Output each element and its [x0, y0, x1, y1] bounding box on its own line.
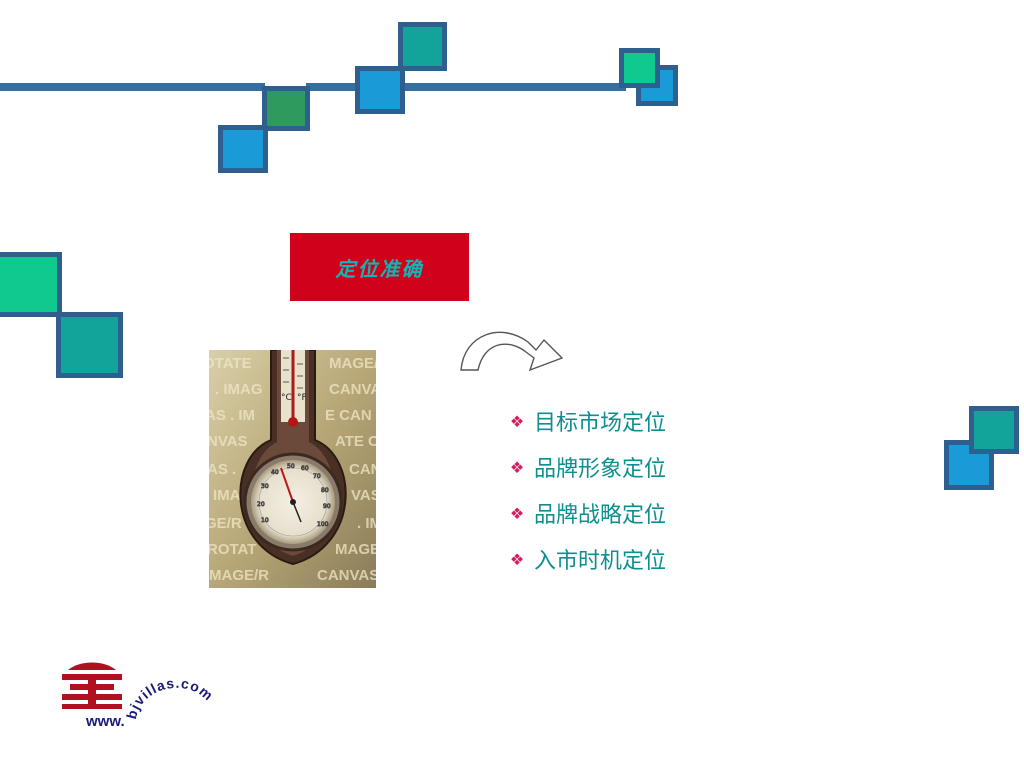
- deco-square-teal-left: [56, 312, 123, 378]
- svg-text:20: 20: [257, 501, 265, 508]
- svg-text:MAGE: MAGE: [335, 541, 376, 558]
- svg-text:OTATE: OTATE: [209, 355, 252, 372]
- svg-text:AS .: AS .: [209, 461, 236, 478]
- svg-text:bjvillas.com: bjvillas.com: [123, 675, 217, 721]
- deco-square-blue-top-left: [218, 125, 268, 173]
- svg-text:CANVA: CANVA: [329, 381, 376, 398]
- svg-text:ROTAT: ROTAT: [209, 541, 256, 558]
- svg-text:CAN: CAN: [349, 461, 376, 478]
- svg-text:CANVAS: CANVAS: [317, 567, 376, 584]
- svg-text:MAGE/: MAGE/: [329, 355, 376, 372]
- svg-text:70: 70: [313, 473, 321, 480]
- list-item: ❖ 目标市场定位: [508, 398, 666, 444]
- list-item-label: 品牌形象定位: [534, 457, 667, 482]
- svg-text:°F: °F: [297, 393, 307, 403]
- svg-text:ATE C: ATE C: [335, 433, 376, 450]
- svg-text:10: 10: [261, 517, 269, 524]
- deco-square-mint-top-right: [619, 48, 660, 88]
- svg-text:80: 80: [321, 487, 329, 494]
- diamond-bullet-icon: ❖: [509, 503, 525, 523]
- svg-text:. IMAG: . IMAG: [215, 381, 263, 398]
- svg-text:°C: °C: [281, 393, 292, 403]
- list-item-label: 入市时机定位: [534, 549, 667, 574]
- top-rail-right: [401, 83, 626, 91]
- deco-square-mint-left: [0, 252, 62, 317]
- svg-text:AS . IM: AS . IM: [209, 407, 255, 424]
- list-item-label: 品牌战略定位: [534, 503, 667, 528]
- positioning-list: ❖ 目标市场定位 ❖ 品牌形象定位 ❖ 品牌战略定位 ❖ 入市时机定位: [508, 398, 666, 582]
- company-logo: www. bjvillas.com: [58, 660, 228, 732]
- logo-domain: bjvillas.com: [123, 675, 216, 721]
- svg-text:E CAN: E CAN: [325, 407, 372, 424]
- svg-text:60: 60: [301, 465, 309, 472]
- svg-text:IMA: IMA: [213, 487, 241, 504]
- svg-text:30: 30: [261, 483, 269, 490]
- top-rail-middle: [306, 83, 361, 91]
- svg-text:50: 50: [287, 463, 295, 470]
- deco-square-teal-top: [398, 22, 447, 71]
- svg-text:100: 100: [317, 521, 329, 528]
- svg-text:GE/R: GE/R: [209, 515, 242, 532]
- list-item: ❖ 品牌形象定位: [508, 444, 666, 490]
- slide-title-box: 定位准确: [290, 233, 469, 301]
- logo-www: www.: [85, 713, 125, 730]
- svg-text:. IM: . IM: [357, 515, 376, 532]
- deco-square-blue-top-mid: [355, 66, 405, 114]
- list-item: ❖ 品牌战略定位: [508, 490, 666, 536]
- top-rail-left: [0, 83, 265, 91]
- list-item: ❖ 入市时机定位: [508, 536, 666, 582]
- svg-text:VAS: VAS: [351, 487, 376, 504]
- diamond-bullet-icon: ❖: [509, 457, 525, 477]
- thermometer-image: OTATE MAGE/ . IMAG CANVA AS . IM E CAN N…: [209, 350, 376, 588]
- diamond-bullet-icon: ❖: [509, 411, 525, 431]
- deco-square-green-top: [262, 86, 310, 131]
- curved-arrow-icon: [460, 331, 564, 372]
- svg-text:40: 40: [271, 469, 279, 476]
- svg-text:MAGE/R: MAGE/R: [209, 567, 269, 584]
- svg-text:90: 90: [323, 503, 331, 510]
- svg-text:NVAS: NVAS: [209, 433, 248, 450]
- diamond-bullet-icon: ❖: [509, 549, 525, 569]
- deco-square-teal-right: [969, 406, 1019, 454]
- slide-title: 定位准确: [335, 256, 424, 281]
- list-item-label: 目标市场定位: [534, 411, 667, 436]
